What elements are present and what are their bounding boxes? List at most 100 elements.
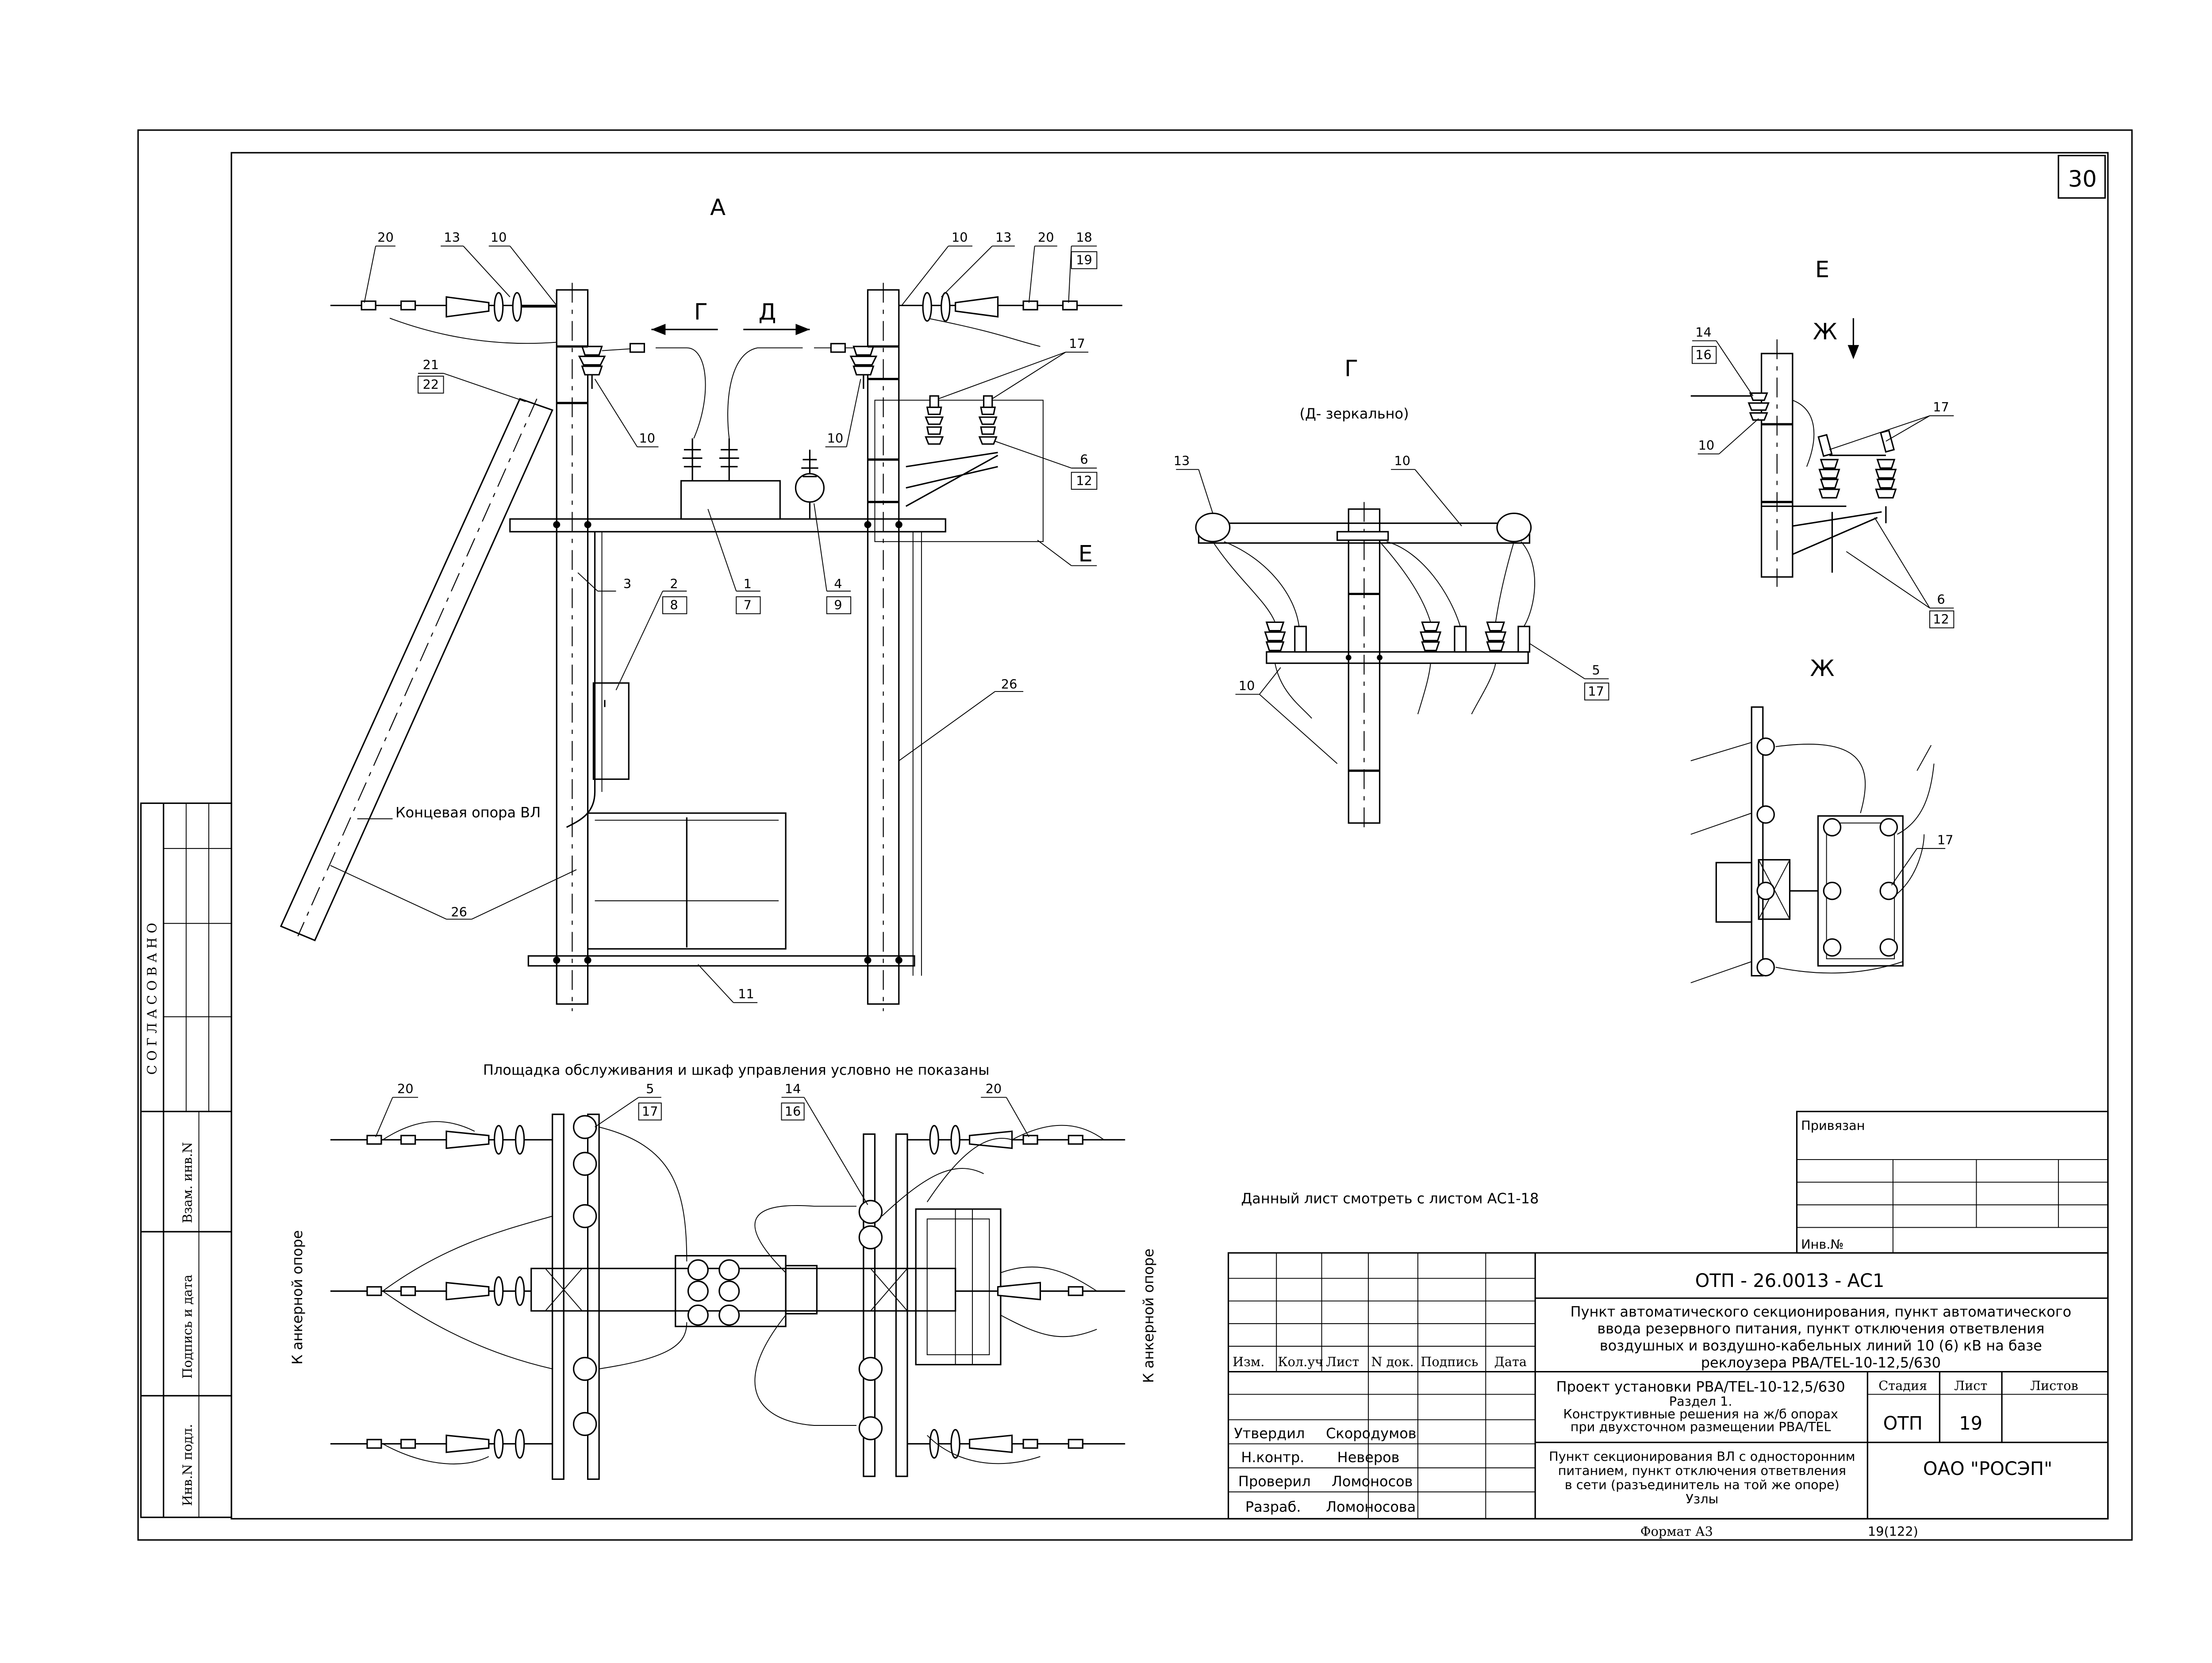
signature-name-2: Неверов <box>1337 1449 1400 1466</box>
drawing-text: Стадия <box>1878 1378 1927 1393</box>
view-G-title: Г <box>1344 356 1358 382</box>
drawing-text: Инв.№ <box>1801 1237 1843 1252</box>
callout-number: 10 <box>952 230 968 245</box>
callout-number: 10 <box>827 430 844 446</box>
callout-number: 18 <box>1076 230 1092 245</box>
arresters-G <box>1264 621 1530 653</box>
data-sheet-note: Данный лист смотреть с листом АС1-18 <box>1241 1190 1539 1207</box>
callouts-E: 14 16 10 17 6 12 <box>1692 325 1955 629</box>
disconnector <box>795 449 825 519</box>
callout-number: 13 <box>1174 453 1190 469</box>
view-E: Е Ж 14 16 10 17 6 <box>1690 257 1955 629</box>
approval-title: СОГЛАСОВАНО <box>145 918 160 1075</box>
plan-bushings <box>573 1115 883 1440</box>
callout-number: 20 <box>986 1081 1002 1096</box>
page-number: 30 <box>2068 166 2097 192</box>
callout-number: 20 <box>377 230 394 245</box>
drawing-text: Лист <box>1954 1378 1987 1393</box>
doc-code: ОТП - 26.0013 - АС1 <box>1695 1270 1885 1291</box>
callout-number: 4 <box>834 576 842 591</box>
plan-view: Площадка обслуживания и шкаф управления … <box>289 1061 1157 1480</box>
callout-number: 10 <box>491 230 507 245</box>
callout-number: 11 <box>738 987 754 1002</box>
signature-role-2: Н.контр. <box>1241 1449 1304 1466</box>
section-line-1: Проект установки РВА/TEL-10-12,5/630 <box>1556 1378 1845 1395</box>
callout-number: 13 <box>444 230 460 245</box>
platform-note: Площадка обслуживания и шкаф управления … <box>483 1061 990 1078</box>
callout-number: 10 <box>1239 678 1255 693</box>
section-line-2: Раздел 1. <box>1669 1394 1732 1409</box>
drawing-text: Кол.уч <box>1278 1354 1323 1369</box>
podpis-label: Подпись и дата <box>180 1275 195 1379</box>
recloser-tank <box>680 480 781 520</box>
sheet-title-line-2: питанием, пункт отключения ответвления <box>1558 1463 1846 1478</box>
callouts-A: 20 13 10 10 13 20 18 19 21 22 10 10 17 <box>330 230 1098 1003</box>
signature-role-4: Разраб. <box>1245 1498 1301 1515</box>
callout-number: 7 <box>744 598 752 613</box>
project-title-line-1: Пункт автоматического секционирования, п… <box>1571 1303 2071 1320</box>
format-label: Формат А3 <box>1640 1524 1713 1539</box>
callout-number: 1 <box>744 576 752 591</box>
approval-strip: СОГЛАСОВАНО Взам. инв.N Подпись и дата И… <box>140 802 232 1518</box>
project-title-line-2: ввода резервного питания, пункт отключен… <box>1597 1320 2044 1337</box>
signature-name-1: Скородумов <box>1326 1425 1416 1442</box>
insulator-string-left <box>361 292 557 322</box>
drawing-text: Листов <box>2030 1378 2078 1393</box>
arrow-D-label: Д <box>759 299 776 325</box>
callout-number: 17 <box>1588 684 1604 699</box>
section-line-4: при двухсточном размещении РВА/TEL <box>1571 1419 1831 1434</box>
drawing-text: Привязан <box>1801 1118 1865 1133</box>
recloser-bushings <box>682 438 739 481</box>
view-A: А <box>280 195 1122 1011</box>
view-E-title: Е <box>1815 257 1829 283</box>
view-G: Г (Д- зеркально) 13 <box>1174 356 1609 832</box>
project-title-line-4: реклоузера РВА/TEL-10-12,5/630 <box>1701 1354 1941 1371</box>
view-Zh: Ж 17 <box>1690 656 1953 983</box>
insulator-string-right <box>922 292 1078 322</box>
sheet-title-line-1: Пункт секционирования ВЛ с односторонним <box>1549 1449 1855 1464</box>
callout-number: 14 <box>785 1081 801 1096</box>
inv-label: Инв.N подл. <box>180 1424 195 1506</box>
callout-number: 3 <box>623 576 631 591</box>
callout-number: 17 <box>642 1104 658 1119</box>
view-G-note: (Д- зеркально) <box>1299 405 1409 422</box>
signature-name-3: Ломоносов <box>1332 1473 1413 1490</box>
signature-name-4: Ломоносова <box>1326 1498 1416 1515</box>
drawing-text: Изм. <box>1233 1354 1264 1369</box>
privyazan-block: Привязан Инв.№ <box>1796 1110 2109 1254</box>
callout-number: 5 <box>1592 663 1600 678</box>
callout-number: 6 <box>1080 452 1088 467</box>
callout-number: 12 <box>1076 473 1092 488</box>
callout-number: 20 <box>397 1081 414 1096</box>
end-pole-label: Концевая опора ВЛ <box>396 804 541 821</box>
drawing-text: Дата <box>1494 1354 1527 1369</box>
zh-bushings <box>1756 737 1898 977</box>
callout-number: 8 <box>670 598 678 613</box>
view-Zh-title: Ж <box>1810 656 1835 682</box>
section-line-3: Конструктивные решения на ж/б опорах <box>1563 1406 1838 1421</box>
sheet-title-line-3: в сети (разъединитель на той же опоре) <box>1565 1477 1839 1492</box>
callout-number: 14 <box>1695 325 1712 340</box>
company-name: ОАО "РОСЭП" <box>1923 1458 2052 1479</box>
control-cabinet <box>592 682 630 780</box>
drawing-text: Подпись <box>1421 1354 1478 1369</box>
callout-number: 16 <box>785 1104 801 1119</box>
callout-number: 9 <box>834 598 842 613</box>
view-A-title: А <box>710 195 726 221</box>
arrow-Zh-label: Ж <box>1813 319 1837 345</box>
plan-strings-right <box>907 1125 1125 1459</box>
page-number-box <box>2058 155 2106 199</box>
callout-number: 6 <box>1937 592 1945 607</box>
signature-role-3: Проверил <box>1238 1473 1311 1490</box>
callout-number: 26 <box>451 904 467 919</box>
callout-number: 10 <box>639 430 656 446</box>
callout-number: 17 <box>1069 336 1085 351</box>
arrow-G-label: Г <box>694 299 708 325</box>
sheet-title-line-4: Узлы <box>1686 1491 1718 1506</box>
callout-number: 26 <box>1001 677 1018 692</box>
drawing-text: N док. <box>1371 1354 1413 1369</box>
callout-number: 5 <box>646 1081 654 1096</box>
callout-number: 22 <box>422 377 439 392</box>
pin-insulator-right <box>849 346 878 389</box>
